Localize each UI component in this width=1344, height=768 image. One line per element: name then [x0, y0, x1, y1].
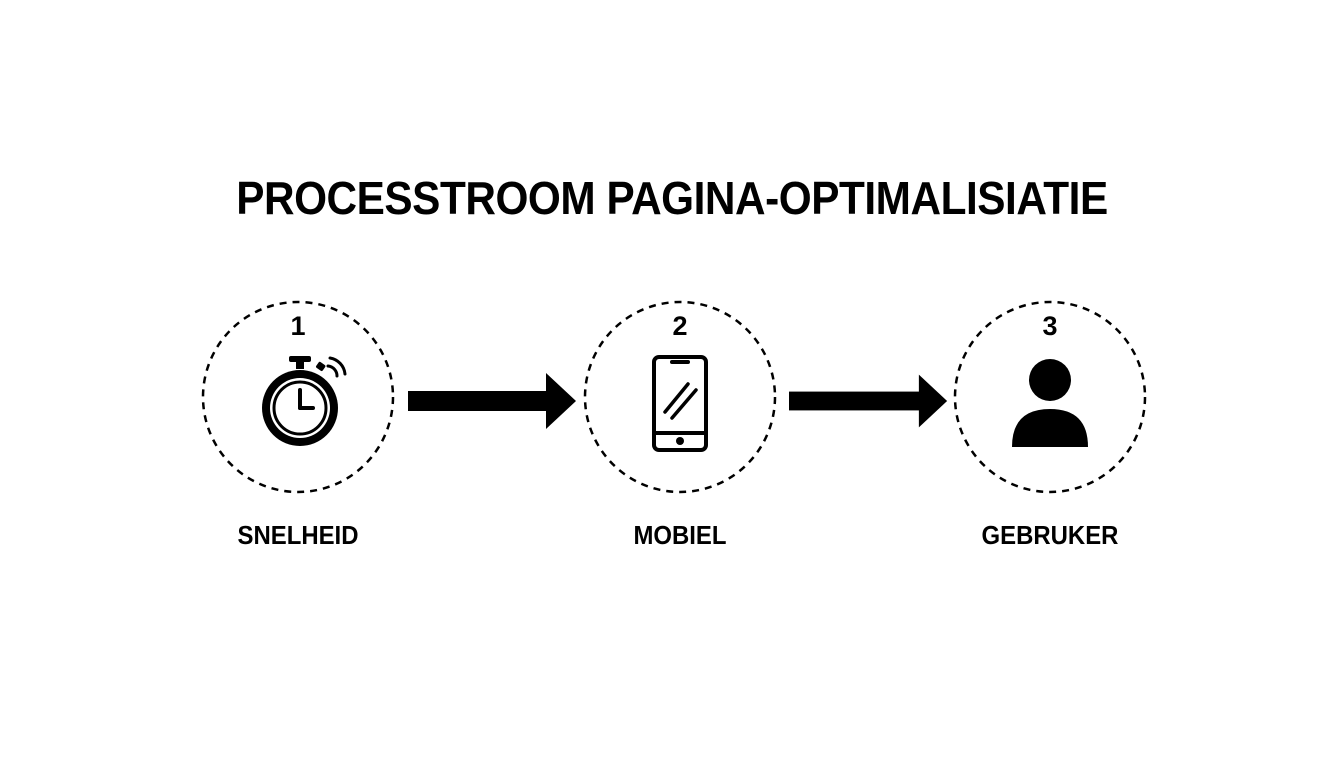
step-3-dashed-circle	[953, 300, 1147, 494]
step-1-number: 1	[290, 311, 306, 341]
user-icon	[1012, 359, 1088, 447]
arrow-right-icon	[408, 373, 576, 429]
step-2-label: MOBIEL	[633, 520, 727, 550]
step-3-number: 3	[1042, 311, 1058, 341]
step-1: 1	[198, 297, 398, 497]
step-1-dashed-circle	[201, 300, 395, 494]
step-2-number: 2	[672, 311, 688, 341]
diagram-title: PROCESSTROOM PAGINA-OPTIMALISIATIE	[236, 172, 1108, 224]
step-3-label: GEBRUKER	[981, 520, 1119, 550]
step-1-label: SNELHEID	[237, 520, 359, 550]
stopwatch-icon	[262, 356, 347, 446]
arrow-right-icon	[789, 374, 948, 428]
smartphone-icon	[652, 355, 708, 452]
step-3: 3	[950, 297, 1150, 497]
step-2-dashed-circle	[583, 300, 777, 494]
step-2: 2	[580, 297, 780, 497]
